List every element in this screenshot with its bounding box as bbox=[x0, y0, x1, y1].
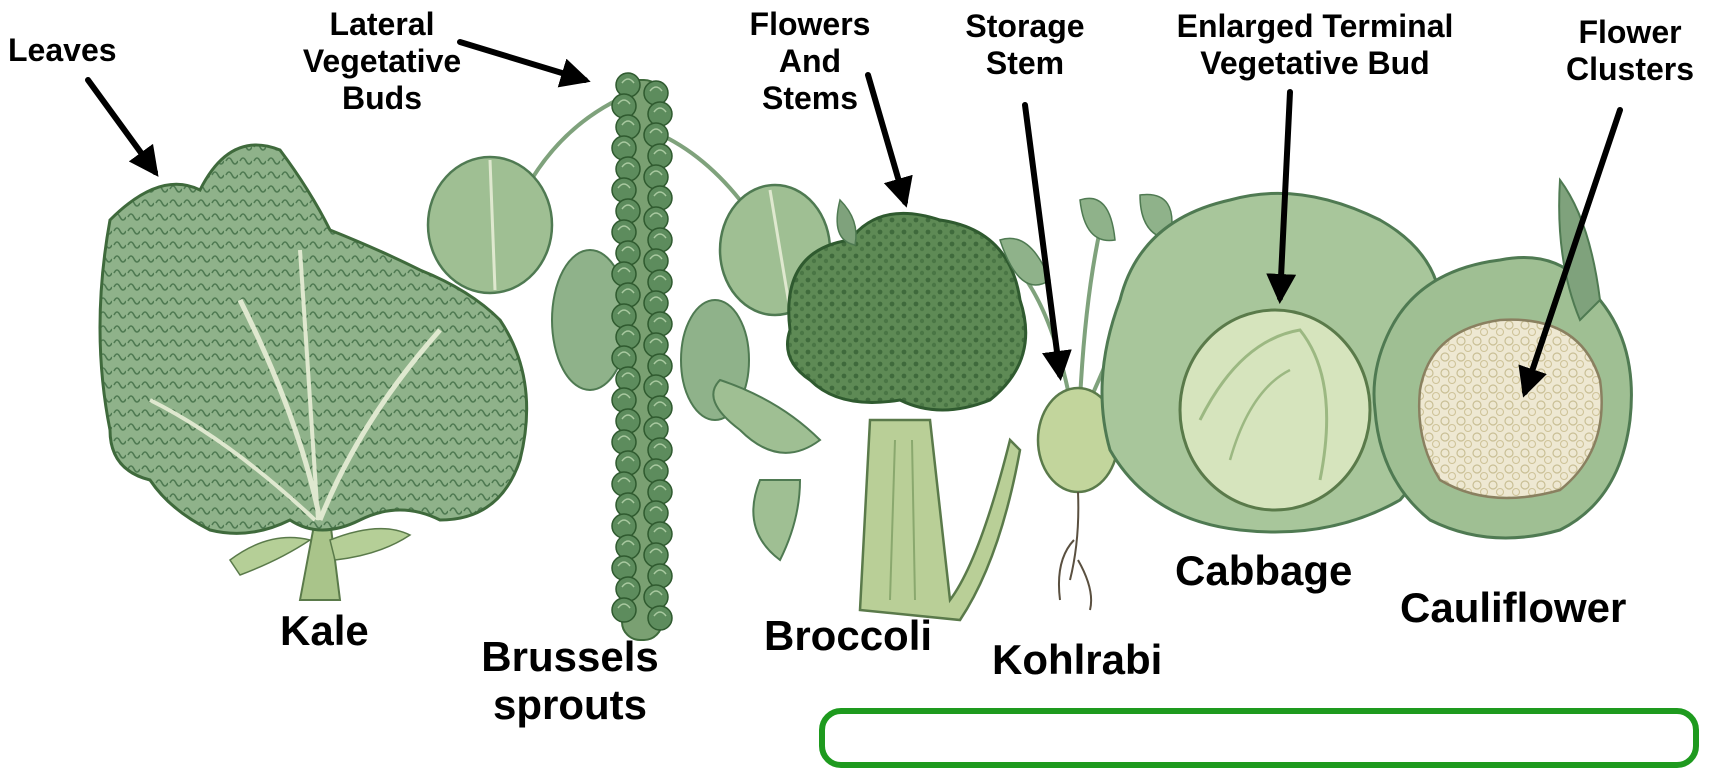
sprout-bud bbox=[616, 115, 640, 139]
label-flowers-line2: And bbox=[735, 43, 885, 80]
label-terminal-line2: Vegetative Bud bbox=[1155, 45, 1475, 82]
sprout-bud bbox=[612, 430, 636, 454]
sprout-bud bbox=[648, 312, 672, 336]
sprout-bud bbox=[648, 186, 672, 210]
sprout-bud bbox=[648, 396, 672, 420]
sprout-bud bbox=[644, 81, 668, 105]
sprout-bud bbox=[644, 417, 668, 441]
arrow-leaves bbox=[88, 80, 155, 172]
label-lateral-line1: Lateral bbox=[282, 6, 482, 43]
label-storage-line1: Storage bbox=[950, 8, 1100, 45]
sprout-bud bbox=[644, 375, 668, 399]
sprout-bud bbox=[616, 241, 640, 265]
name-brussels-line1: Brussels bbox=[470, 633, 670, 681]
sprout-bud bbox=[616, 451, 640, 475]
sprout-bud bbox=[644, 207, 668, 231]
sprout-bud bbox=[644, 459, 668, 483]
label-flower-clusters: Flower Clusters bbox=[1545, 14, 1715, 88]
sprout-bud bbox=[644, 291, 668, 315]
sprout-bud bbox=[644, 249, 668, 273]
sprout-bud bbox=[644, 123, 668, 147]
name-brussels-sprouts: Brussels sprouts bbox=[470, 633, 670, 730]
sprout-bud bbox=[648, 606, 672, 630]
sprout-bud bbox=[616, 493, 640, 517]
sprout-bud bbox=[648, 144, 672, 168]
sprout-bud bbox=[648, 522, 672, 546]
sprout-bud bbox=[616, 199, 640, 223]
label-lateral-line2: Vegetative bbox=[282, 43, 482, 80]
sprout-bud bbox=[644, 501, 668, 525]
sprout-bud bbox=[616, 577, 640, 601]
sprout-bud bbox=[648, 564, 672, 588]
sprout-bud bbox=[648, 438, 672, 462]
sprout-bud bbox=[612, 304, 636, 328]
sprout-bud bbox=[616, 157, 640, 181]
label-enlarged-terminal-vegetative-bud: Enlarged Terminal Vegetative Bud bbox=[1155, 8, 1475, 82]
sprout-bud bbox=[612, 262, 636, 286]
sprout-bud bbox=[648, 102, 672, 126]
sprout-bud bbox=[612, 514, 636, 538]
sprout-bud bbox=[644, 333, 668, 357]
sprout-bud bbox=[616, 325, 640, 349]
sprout-bud bbox=[644, 543, 668, 567]
sprout-bud bbox=[616, 535, 640, 559]
sprout-bud bbox=[612, 178, 636, 202]
sprout-bud bbox=[648, 480, 672, 504]
sprout-bud bbox=[648, 354, 672, 378]
name-kale: Kale bbox=[280, 607, 369, 655]
sprout-bud bbox=[612, 388, 636, 412]
cauliflower-plant bbox=[1374, 180, 1631, 538]
sprout-bud bbox=[616, 283, 640, 307]
sprout-bud bbox=[644, 165, 668, 189]
sprout-bud bbox=[648, 270, 672, 294]
sprout-bud bbox=[616, 73, 640, 97]
sprout-bud bbox=[612, 472, 636, 496]
label-clusters-line1: Flower bbox=[1545, 14, 1715, 51]
label-clusters-line2: Clusters bbox=[1545, 51, 1715, 88]
sprout-bud bbox=[612, 346, 636, 370]
sprout-bud bbox=[612, 598, 636, 622]
label-leaves: Leaves bbox=[8, 32, 117, 69]
name-brussels-line2: sprouts bbox=[470, 681, 670, 729]
sprout-bud bbox=[612, 556, 636, 580]
label-flowers-line1: Flowers bbox=[735, 6, 885, 43]
sprout-bud bbox=[612, 136, 636, 160]
sprout-bud bbox=[644, 585, 668, 609]
label-flowers-line3: Stems bbox=[735, 80, 885, 117]
label-flowers-and-stems: Flowers And Stems bbox=[735, 6, 885, 116]
sprout-bud bbox=[616, 367, 640, 391]
name-cabbage: Cabbage bbox=[1175, 547, 1352, 595]
name-broccoli: Broccoli bbox=[764, 612, 932, 660]
callout-box bbox=[819, 708, 1699, 768]
sprout-bud bbox=[616, 409, 640, 433]
name-kohlrabi: Kohlrabi bbox=[992, 636, 1162, 684]
label-lateral-vegetative-buds: Lateral Vegetative Buds bbox=[282, 6, 482, 116]
sprout-bud bbox=[648, 228, 672, 252]
arrow-storage-stem bbox=[1025, 105, 1060, 375]
sprout-bud bbox=[612, 94, 636, 118]
sprout-bud bbox=[612, 220, 636, 244]
label-lateral-line3: Buds bbox=[282, 80, 482, 117]
label-storage-stem: Storage Stem bbox=[950, 8, 1100, 82]
label-terminal-line1: Enlarged Terminal bbox=[1155, 8, 1475, 45]
label-storage-line2: Stem bbox=[950, 45, 1100, 82]
name-cauliflower: Cauliflower bbox=[1400, 584, 1626, 632]
